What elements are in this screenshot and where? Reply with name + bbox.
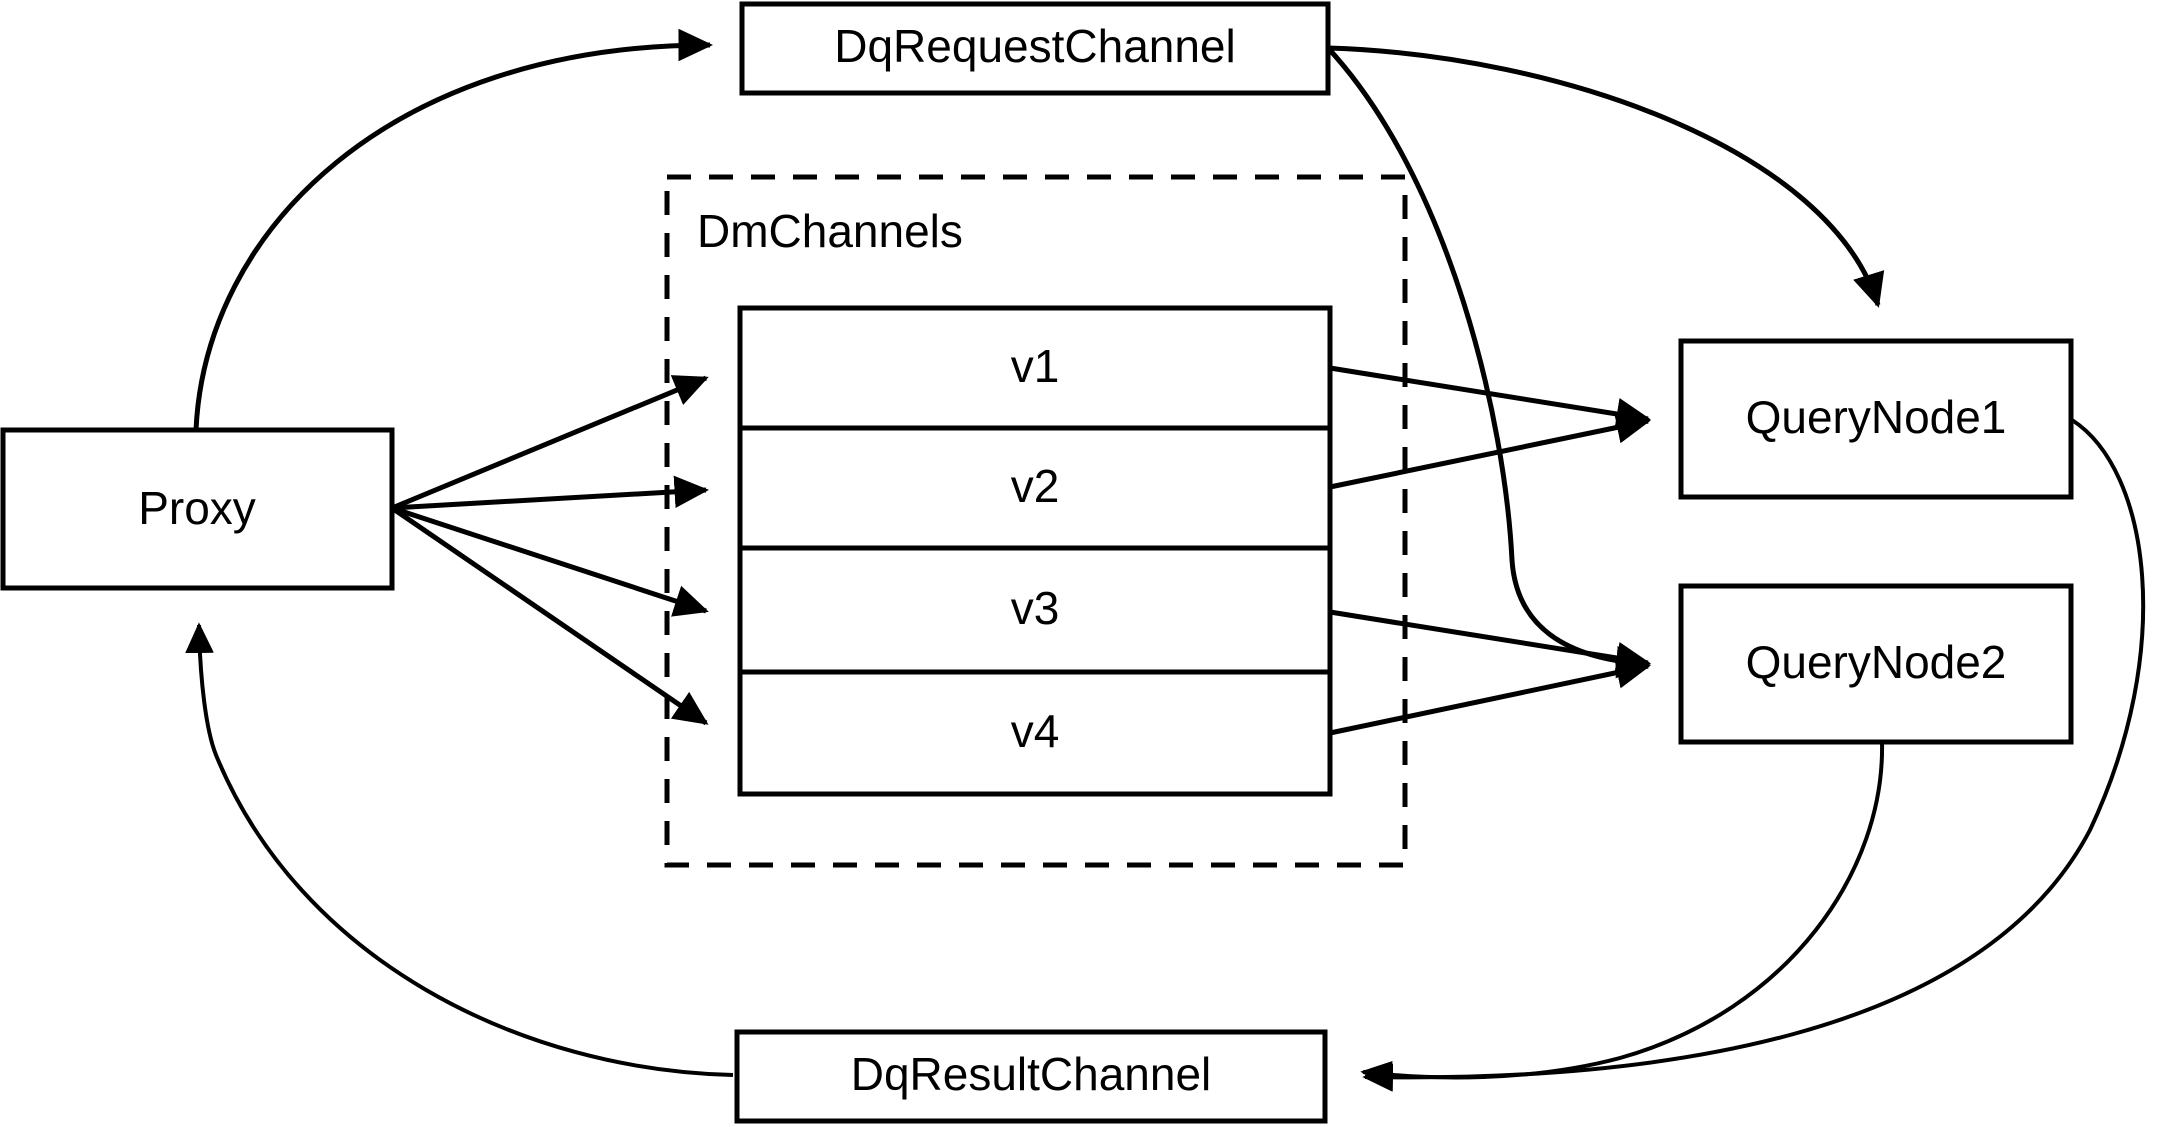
edge-proxy-to-v4 xyxy=(390,505,709,726)
node-querynode1-label: QueryNode1 xyxy=(1746,391,2007,443)
edge-querynode1-to-dqresultchannel xyxy=(1362,418,2146,1092)
node-dqresultchannel-label: DqResultChannel xyxy=(851,1048,1212,1100)
edge-v1-to-querynode1 xyxy=(1329,365,1651,431)
node-querynode1[interactable] xyxy=(1678,338,2074,500)
edge-proxy-to-v3 xyxy=(391,505,709,617)
edge-dqrequestchannel-to-querynode2 xyxy=(1326,46,1651,679)
channel-row-v3[interactable]: v3 xyxy=(1011,582,1060,634)
edge-dqrequestchannel-to-querynode1 xyxy=(1327,45,1885,308)
dmchannels-table xyxy=(737,305,1333,797)
edge-dqresultchannel-to-proxy xyxy=(185,622,734,1077)
node-querynode2[interactable] xyxy=(1678,583,2074,745)
edge-v2-to-querynode1 xyxy=(1329,411,1651,490)
edge-v3-to-querynode2 xyxy=(1329,609,1651,675)
edge-v4-to-querynode2 xyxy=(1329,656,1651,736)
node-dqresultchannel[interactable] xyxy=(734,1029,1328,1124)
channel-row-v1[interactable]: v1 xyxy=(1011,340,1060,392)
dmchannels-group-label: DmChannels xyxy=(697,205,963,257)
node-proxy[interactable] xyxy=(0,427,395,591)
edge-proxy-to-dqrequestchannel xyxy=(193,28,713,431)
channel-row-v4[interactable]: v4 xyxy=(1011,705,1060,757)
edge-proxy-to-v2 xyxy=(391,475,709,511)
edge-proxy-to-v1 xyxy=(391,375,709,511)
channel-row-v2[interactable]: v2 xyxy=(1011,460,1060,512)
edge-querynode2-to-dqresultchannel xyxy=(1360,741,1885,1090)
node-proxy-label: Proxy xyxy=(138,482,256,534)
node-dqrequestchannel[interactable] xyxy=(739,1,1331,96)
node-querynode2-label: QueryNode2 xyxy=(1746,636,2007,688)
node-dqrequestchannel-label: DqRequestChannel xyxy=(834,20,1236,72)
